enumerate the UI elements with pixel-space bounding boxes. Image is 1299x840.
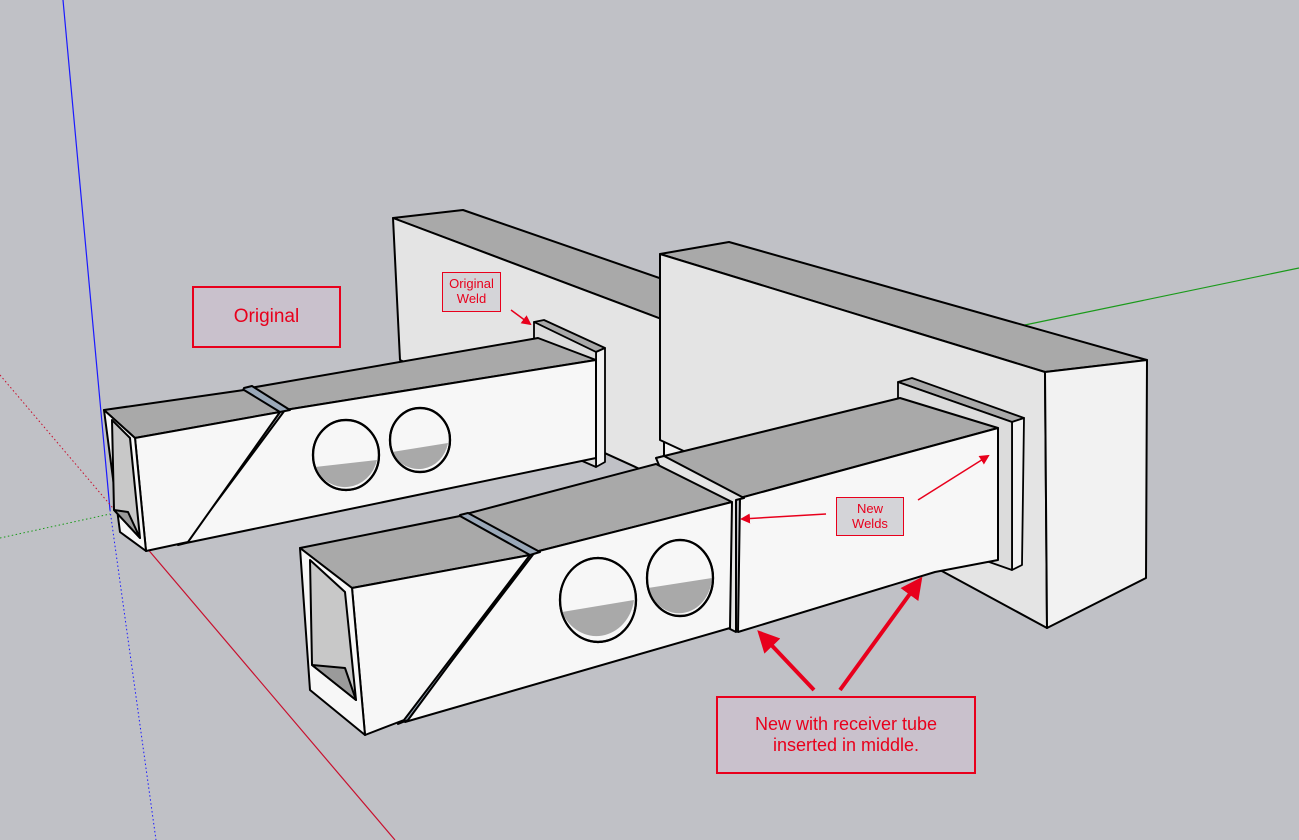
blue-axis: [62, 0, 111, 511]
blue-axis-hidden: [109, 509, 157, 840]
green-axis: [1019, 267, 1299, 327]
label-original-weld-line-2: Weld: [456, 291, 487, 306]
label-new-welds-line-1: New: [856, 500, 883, 516]
label-original: Original: [192, 286, 341, 348]
label-original-text: Original: [233, 306, 300, 328]
label-new-receiver-line-1: New with receiver tube: [754, 714, 938, 735]
label-new-receiver-line-2: inserted in middle.: [772, 735, 920, 755]
annotation-arrows: [510, 309, 990, 692]
receiver-arrow-right: [838, 576, 923, 692]
orig-weld-arrow: [510, 309, 532, 326]
original-tube-assembly: [103, 337, 597, 552]
label-new-welds: New Welds: [836, 497, 904, 536]
new-weld-arrow-right: [917, 454, 990, 501]
label-new-receiver-tube: New with receiver tube inserted in middl…: [716, 696, 976, 774]
label-new-welds-line-2: Welds: [852, 515, 888, 531]
label-original-weld-line-1: Original: [449, 276, 494, 292]
new-weld-arrow-left: [740, 513, 827, 524]
green-axis-hidden: [0, 513, 111, 539]
label-original-weld: Original Weld: [442, 272, 501, 312]
new-tube-assembly: [299, 397, 999, 736]
receiver-arrow-left: [757, 630, 816, 692]
red-axis: [139, 539, 396, 840]
